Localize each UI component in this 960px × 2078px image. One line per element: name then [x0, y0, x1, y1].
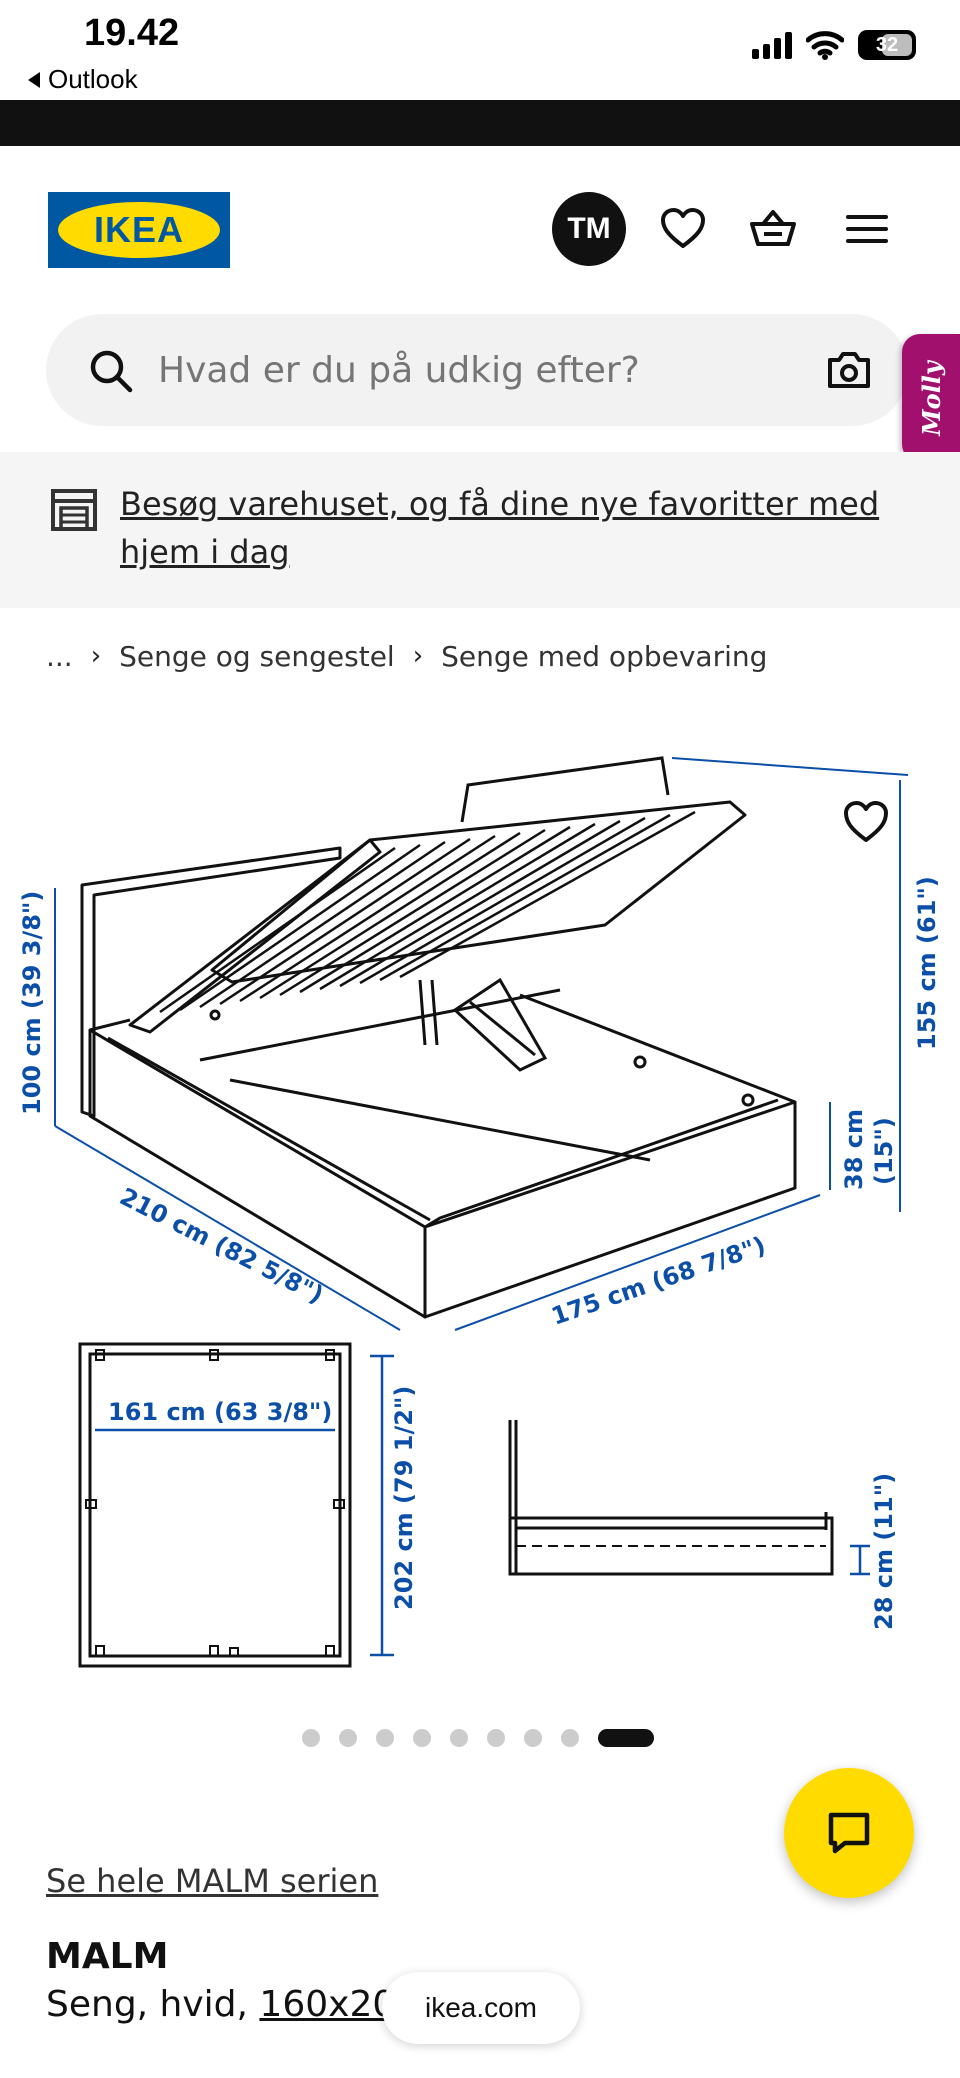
- breadcrumb-item[interactable]: Senge og sengestel: [119, 639, 395, 673]
- store-icon: [51, 489, 97, 531]
- top-strip: [0, 100, 960, 146]
- product-description-text: Seng, hvid,: [46, 1984, 260, 2025]
- dim-frame-height: 38 cm: [840, 1109, 868, 1190]
- molly-assistant-tab[interactable]: Molly: [902, 334, 960, 462]
- status-time: 19.42: [84, 12, 180, 54]
- heart-icon[interactable]: [658, 204, 708, 254]
- search-input[interactable]: [158, 344, 798, 396]
- chevron-right-icon: ›: [412, 641, 424, 671]
- carousel-dot[interactable]: [561, 1729, 579, 1747]
- carousel-dot[interactable]: [302, 1729, 320, 1747]
- breadcrumb-item[interactable]: Senge med opbevaring: [441, 639, 768, 673]
- wifi-icon: [806, 31, 844, 60]
- store-visit-link[interactable]: Besøg varehuset, og få dine nye favoritt…: [120, 485, 880, 571]
- carousel-dot-active[interactable]: [598, 1729, 654, 1747]
- carousel-dot[interactable]: [376, 1729, 394, 1747]
- dim-clearance: 28 cm (11"): [870, 1473, 898, 1630]
- breadcrumb-ellipsis[interactable]: ...: [46, 639, 73, 673]
- dim-inner-length: 202 cm (79 1/2"): [390, 1386, 418, 1610]
- search-bar[interactable]: [46, 314, 908, 426]
- image-carousel-dots: [302, 1728, 654, 1748]
- status-bar: 19.42 Outlook 32: [0, 0, 960, 100]
- molly-label: Molly: [916, 360, 946, 436]
- carousel-dot[interactable]: [339, 1729, 357, 1747]
- back-to-app[interactable]: Outlook: [28, 64, 138, 95]
- carousel-dot[interactable]: [413, 1729, 431, 1747]
- dim-inner-width: 161 cm (63 3/8"): [108, 1398, 332, 1426]
- series-link[interactable]: Se hele MALM serien: [46, 1862, 379, 1900]
- carousel-dot[interactable]: [450, 1729, 468, 1747]
- ikea-logo[interactable]: IKEA: [48, 192, 230, 268]
- cellular-signal-icon: [752, 31, 792, 59]
- camera-search-icon[interactable]: [824, 346, 874, 394]
- chevron-right-icon: ›: [90, 641, 102, 671]
- browser-url-pill[interactable]: ikea.com: [382, 1972, 580, 2044]
- back-app-label: Outlook: [48, 64, 138, 94]
- product-dimension-image[interactable]: 100 cm (39 3/8") 155 cm (61") 38 cm (15"…: [0, 740, 960, 1680]
- menu-icon[interactable]: [842, 204, 892, 254]
- basket-icon[interactable]: [748, 204, 798, 254]
- site-header: IKEA TM: [0, 146, 960, 306]
- chat-bubble-icon: [828, 1812, 870, 1854]
- store-banner: Besøg varehuset, og få dine nye favoritt…: [0, 452, 960, 608]
- product-description: Seng, hvid, 160x200: [46, 1984, 418, 2025]
- status-indicators: 32: [752, 30, 916, 60]
- save-favorite-heart-icon[interactable]: [840, 796, 892, 848]
- battery-icon: 32: [858, 30, 916, 60]
- chat-button[interactable]: [784, 1768, 914, 1898]
- dim-length: 210 cm (82 5/8"): [115, 1182, 328, 1309]
- dim-headboard-height: 100 cm (39 3/8"): [18, 891, 46, 1115]
- dim-total-height: 155 cm (61"): [913, 876, 941, 1050]
- breadcrumb: ... › Senge og sengestel › Senge med opb…: [46, 636, 767, 676]
- dim-frame-height-in: (15"): [870, 1117, 898, 1185]
- carousel-dot[interactable]: [487, 1729, 505, 1747]
- carousel-dot[interactable]: [524, 1729, 542, 1747]
- product-name: MALM: [46, 1936, 169, 1977]
- battery-level: 32: [875, 33, 899, 56]
- back-arrow-icon: [28, 71, 40, 88]
- account-avatar[interactable]: TM: [552, 192, 626, 266]
- search-icon: [90, 350, 133, 393]
- dim-width: 175 cm (68 7/8"): [548, 1231, 769, 1331]
